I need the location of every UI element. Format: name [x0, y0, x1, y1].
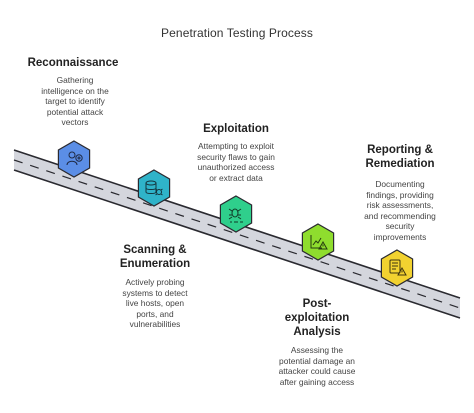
- heading-line: Enumeration: [119, 258, 191, 270]
- desc-line: systems to detect: [122, 287, 188, 298]
- report-warning-icon: [389, 259, 407, 276]
- person-target-icon: [66, 151, 83, 166]
- step-marker-scanning: [137, 169, 171, 207]
- hexagon-badge: [219, 195, 253, 233]
- desc-line: Attempting to exploit: [198, 141, 274, 151]
- desc-line: live hosts, open: [125, 298, 185, 308]
- hexagon-badge: [57, 140, 91, 178]
- heading-line: Exploitation: [203, 123, 269, 135]
- desc-line: findings, providing: [366, 189, 434, 200]
- hexagon-badge: [301, 223, 335, 261]
- step-description-reporting: Documenting findings, providing risk ass…: [344, 179, 456, 242]
- road-lane-divider: [13, 159, 461, 309]
- desc-line: vulnerabilities: [129, 319, 181, 329]
- road-surface: [14, 150, 460, 318]
- step-description-exploitation: Attempting to exploit security flaws to …: [176, 141, 296, 183]
- desc-line: risk assessments,: [366, 200, 434, 210]
- step-heading-scanning: Scanning & Enumeration: [96, 243, 214, 271]
- desc-line: potential damage an: [279, 355, 355, 366]
- step-description-post-exploitation: Assessing the potential damage an attack…: [262, 345, 372, 387]
- desc-line: after gaining access: [279, 376, 355, 387]
- desc-line: vectors: [61, 117, 89, 127]
- desc-line: potential attack: [46, 106, 104, 117]
- step-heading-reporting: Reporting & Remediation: [342, 143, 458, 171]
- step-marker-reporting: [380, 249, 414, 287]
- desc-line: intelligence on the: [41, 85, 109, 96]
- desc-line: attacker could cause: [278, 366, 356, 376]
- step-marker-post-exploitation: [301, 223, 335, 261]
- step-description-scanning: Actively probing systems to detect live …: [101, 277, 209, 330]
- desc-line: Actively probing: [125, 277, 185, 287]
- desc-line: Gathering: [56, 75, 94, 85]
- desc-line: improvements: [373, 231, 427, 242]
- desc-line: security: [385, 221, 415, 231]
- road-bottom-edge: [13, 169, 461, 319]
- step-heading-post-exploitation: Post- exploitation Analysis: [262, 297, 372, 339]
- step-description-reconnaissance: Gathering intelligence on the target to …: [22, 75, 128, 128]
- database-bug-icon: [145, 180, 163, 196]
- desc-line: and recommending: [364, 210, 436, 221]
- step-marker-exploitation: [219, 195, 253, 233]
- step-marker-reconnaissance: [57, 140, 91, 178]
- heading-line: Scanning &: [123, 244, 187, 256]
- bug-code-icon: [228, 208, 243, 223]
- desc-line: Assessing the: [290, 345, 344, 355]
- hexagon-badge: [380, 249, 414, 287]
- desc-line: Documenting: [375, 179, 425, 189]
- heading-line: exploitation: [284, 312, 350, 324]
- hexagon-badge: [137, 169, 171, 207]
- desc-line: or extract data: [209, 172, 263, 183]
- chart-warning-icon: [310, 235, 328, 250]
- desc-line: ports, and: [136, 308, 174, 319]
- desc-line: target to identify: [45, 96, 105, 106]
- step-heading-reconnaissance: Reconnaissance: [14, 56, 132, 70]
- diagram-title: Penetration Testing Process: [161, 26, 313, 40]
- heading-line: Analysis: [293, 326, 341, 338]
- desc-line: security flaws to gain: [197, 151, 275, 162]
- heading-line: Reporting &: [367, 144, 433, 156]
- heading-line: Post-: [302, 298, 332, 310]
- desc-line: unauthorized access: [197, 162, 275, 172]
- heading-line: Reconnaissance: [27, 57, 119, 69]
- step-heading-exploitation: Exploitation: [176, 122, 296, 136]
- heading-line: Remediation: [365, 158, 435, 170]
